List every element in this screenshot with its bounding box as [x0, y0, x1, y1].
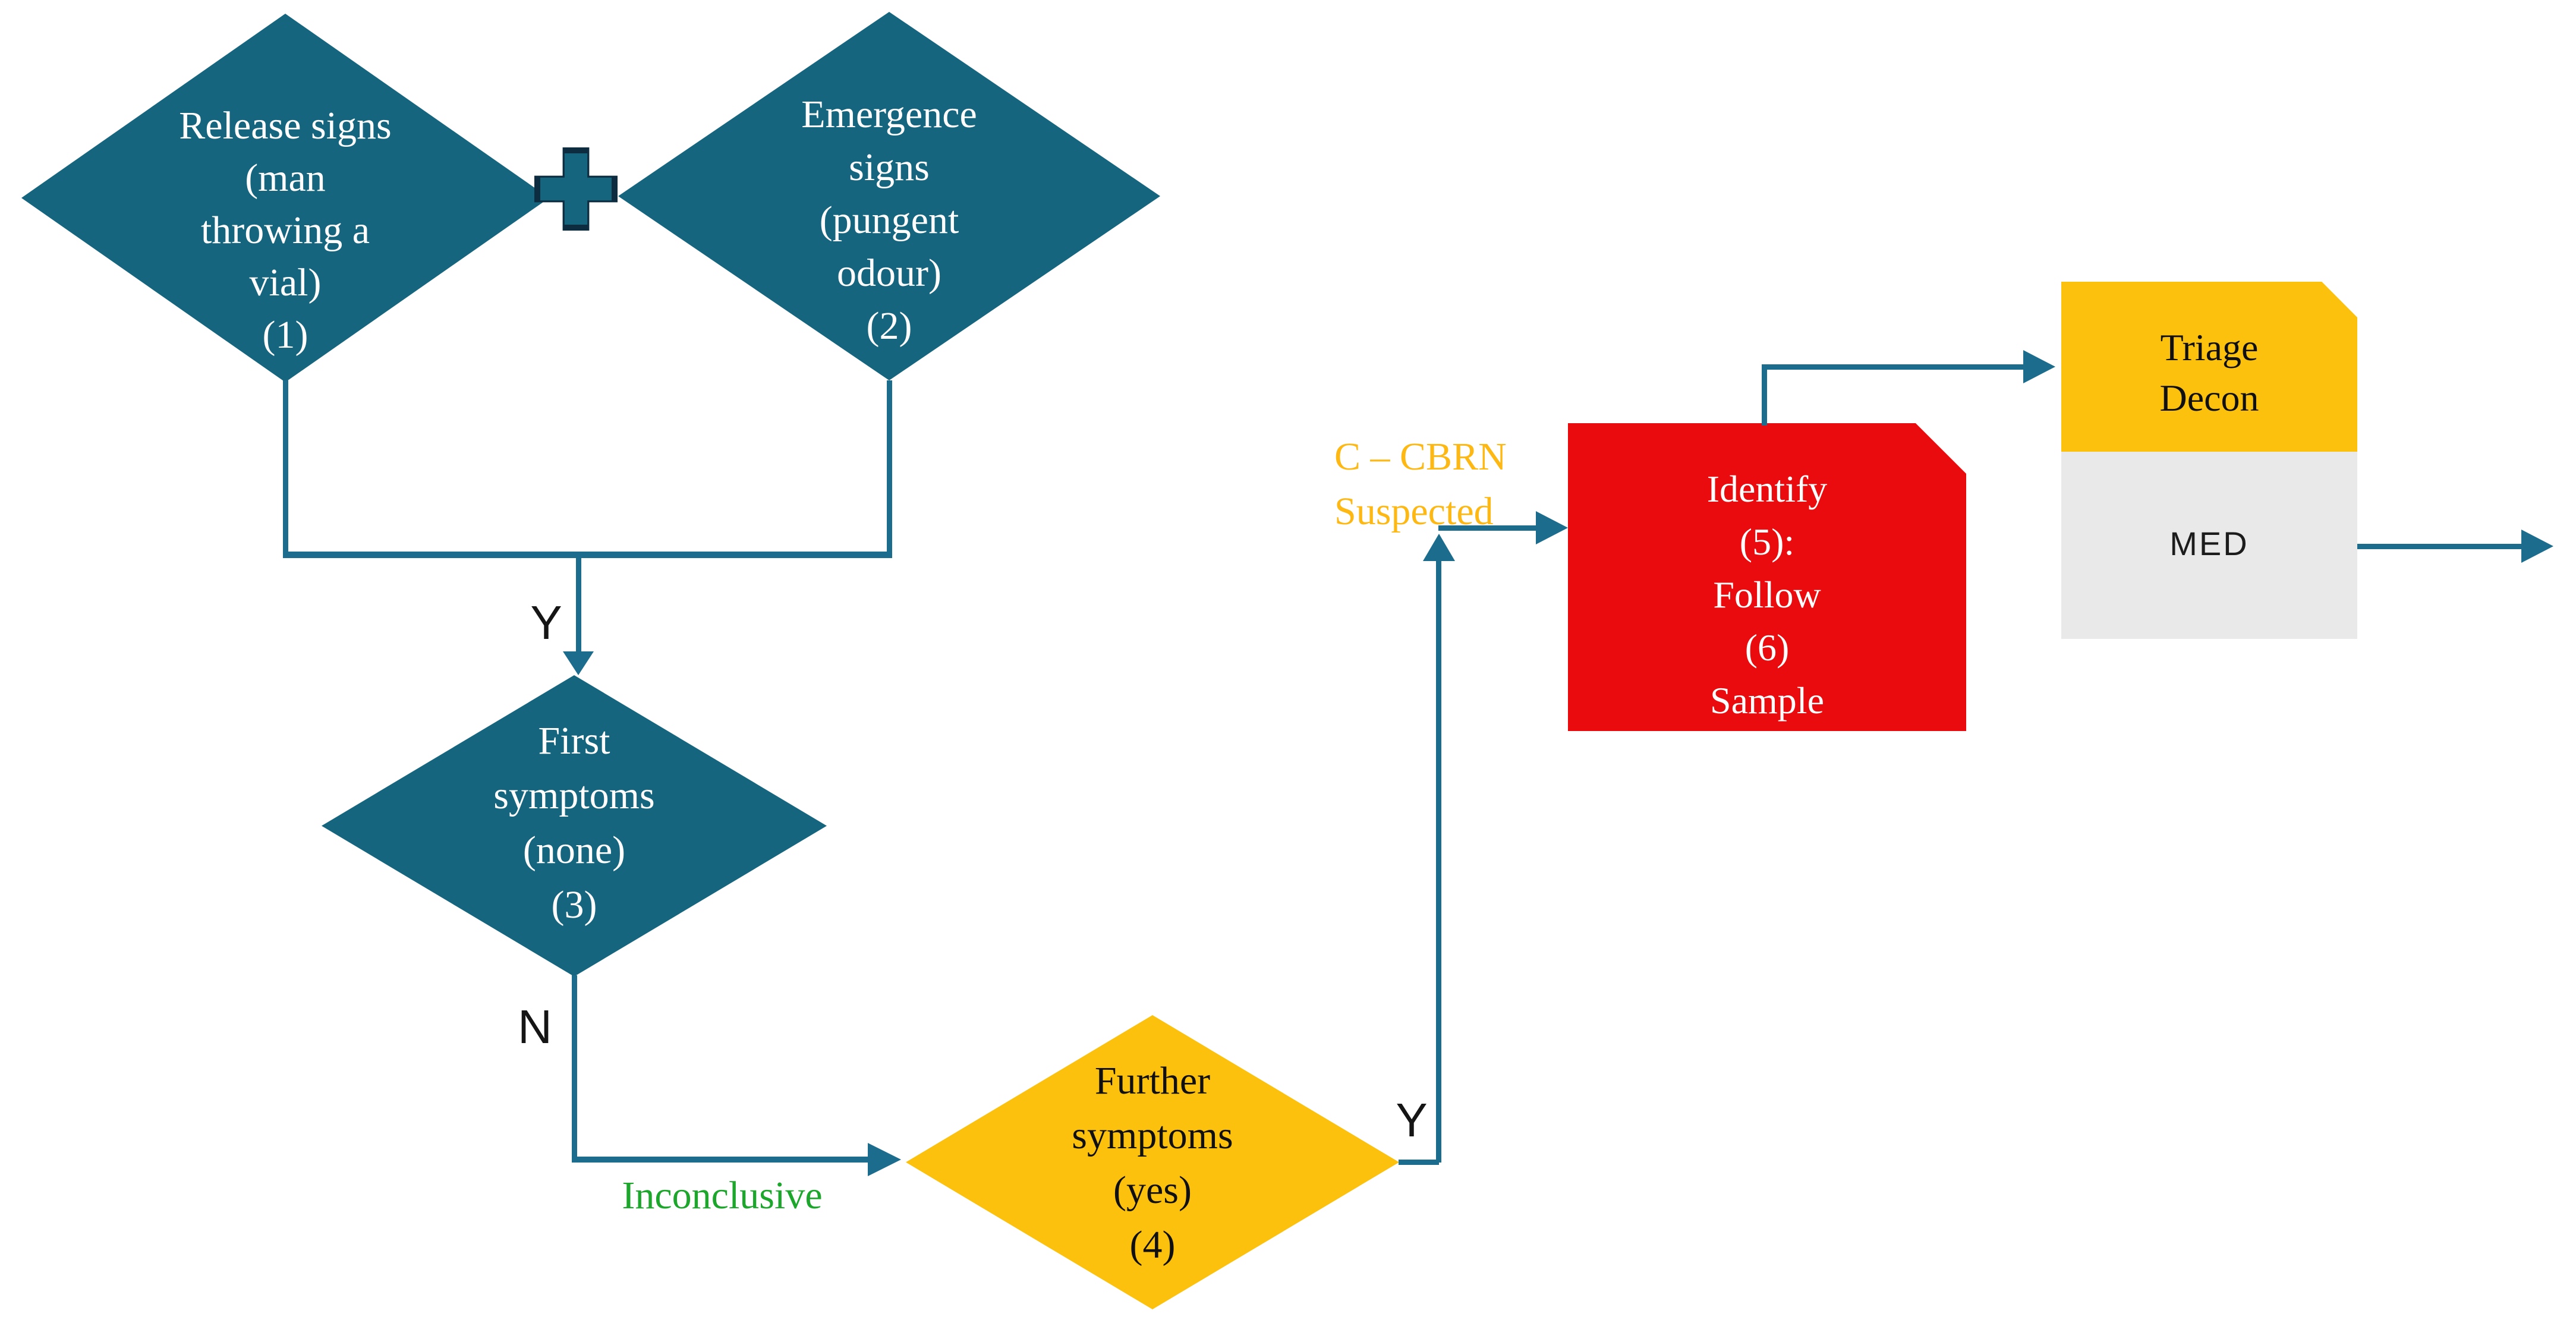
triage-decon-label: Triage Decon — [2061, 322, 2357, 423]
edge-identify-to-triage — [1762, 364, 2023, 370]
label-line: vial) — [249, 261, 322, 304]
first-symptoms-label: First symptoms (none) (3) — [322, 714, 827, 933]
arrowhead-right-exit — [2521, 530, 2553, 563]
label-line: (man — [245, 156, 326, 200]
label-line: (none) — [522, 829, 626, 872]
further-symptoms-label: Further symptoms (yes) (4) — [906, 1054, 1399, 1272]
edge-med-exit — [2357, 544, 2521, 549]
edge-emergence-down — [887, 380, 892, 555]
label-line: (yes) — [1113, 1168, 1192, 1212]
label-line: Release signs — [179, 104, 392, 147]
process-identify-box — [1568, 423, 1966, 731]
label-line: odour) — [837, 251, 941, 295]
label-line: (1) — [262, 313, 308, 357]
label-line: signs — [849, 146, 930, 189]
arrowhead-up-identify — [1423, 534, 1455, 561]
med-label: MED — [2169, 525, 2249, 562]
plus-icon-fill — [540, 153, 612, 225]
label-line: (6) — [1744, 626, 1790, 669]
edge-merge-horizontal — [283, 552, 892, 558]
cbrn-suspected-label: C – CBRN Suspected — [1334, 430, 1584, 539]
label-line: symptoms — [1072, 1114, 1233, 1157]
release-signs-label: Release signs (man throwing a vial) (1) — [21, 100, 549, 361]
label-line: Follow — [1713, 574, 1821, 616]
label-line: (3) — [551, 883, 597, 927]
arrowhead-right-further-symptoms — [868, 1143, 901, 1176]
label-line: throwing a — [200, 209, 370, 252]
label-line: (5): — [1739, 521, 1795, 563]
label-line: Sample — [1710, 679, 1824, 722]
process-med-box — [2061, 452, 2357, 639]
label-line: symptoms — [493, 774, 655, 817]
edge-inconclusive-horizontal — [572, 1157, 868, 1163]
edge-into-identify — [1438, 525, 1536, 531]
label-line: Emergence — [801, 93, 977, 136]
label-line: (pungent — [819, 199, 959, 242]
identify-label: Identify (5): Follow (6) Sample — [1568, 462, 1966, 727]
merge-yes-label: Y — [530, 596, 562, 649]
no-label: N — [518, 1000, 552, 1053]
label-line: First — [538, 719, 610, 763]
label-line: (4) — [1129, 1223, 1176, 1267]
label-line: Triage — [2160, 326, 2259, 368]
edge-no-down — [572, 975, 577, 1159]
label-line: Further — [1094, 1059, 1211, 1102]
emergence-signs-label: Emergence signs (pungent odour) (2) — [618, 88, 1160, 352]
arrowhead-down-first-symptoms — [563, 651, 594, 675]
edge-merge-to-first-symptoms — [576, 558, 581, 651]
edge-further-right — [1399, 1160, 1439, 1165]
label-line: C – CBRN — [1334, 435, 1507, 478]
label-line: Decon — [2159, 377, 2259, 419]
label-line: Identify — [1706, 468, 1828, 510]
process-triage-decon-box — [2061, 282, 2357, 452]
label-line: (2) — [866, 304, 912, 348]
inconclusive-label: Inconclusive — [622, 1174, 823, 1217]
label-line: Suspected — [1334, 490, 1494, 533]
edge-release-down — [283, 380, 288, 555]
further-yes-label: Y — [1396, 1094, 1428, 1146]
edge-identify-up — [1762, 368, 1767, 426]
arrowhead-right-triage — [2023, 350, 2055, 383]
edge-yes-up — [1436, 561, 1441, 1163]
arrowhead-right-identify — [1536, 511, 1568, 544]
